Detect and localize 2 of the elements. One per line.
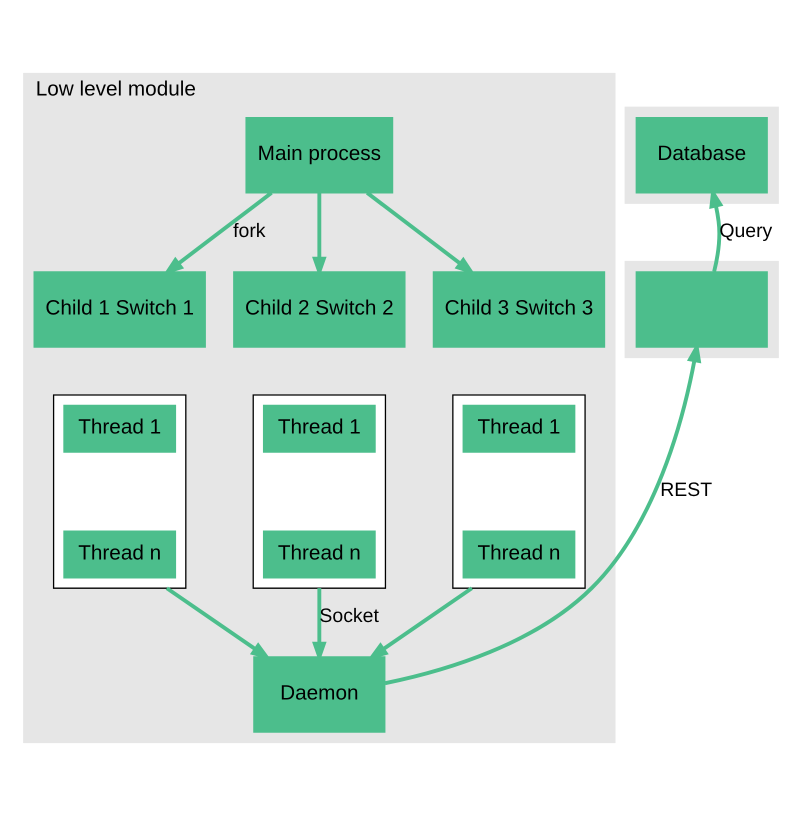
edge-label: REST (660, 478, 712, 501)
edge-label: fork (233, 219, 266, 242)
